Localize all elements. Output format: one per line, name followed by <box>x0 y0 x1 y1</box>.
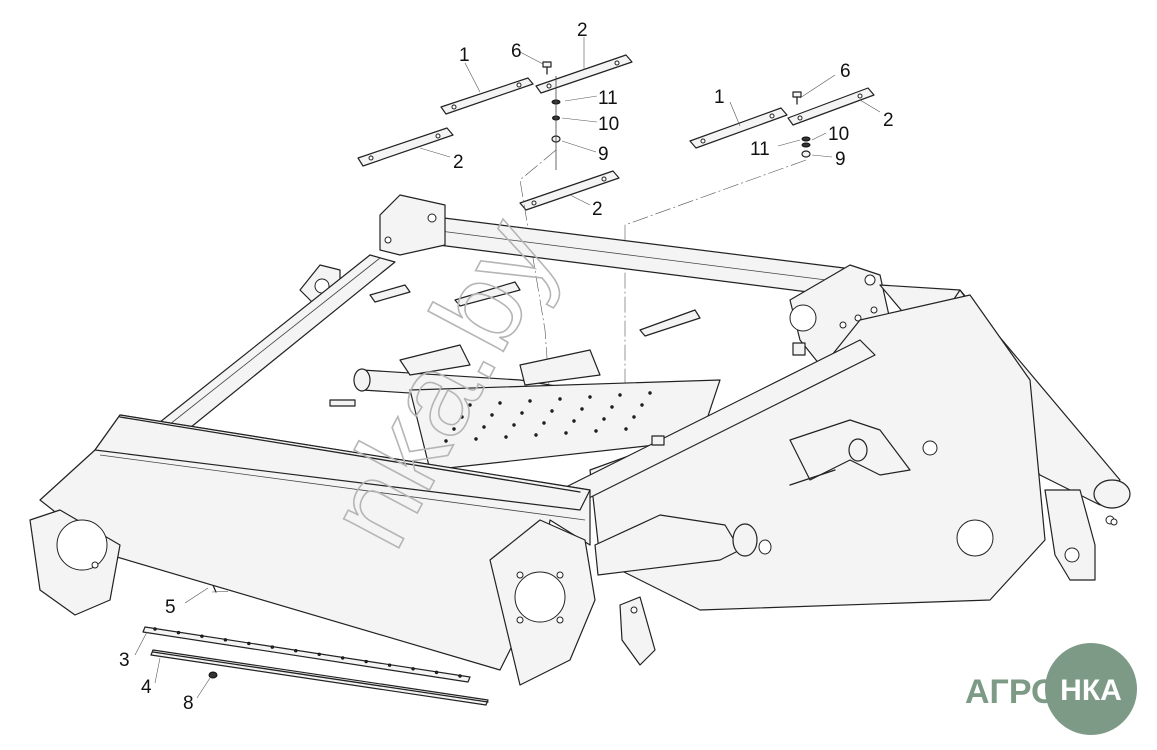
floor-tabs <box>329 281 806 446</box>
floor-hole <box>482 425 486 429</box>
lower-bracket <box>619 596 656 666</box>
floor-hole <box>610 405 614 409</box>
floor-hole <box>624 427 628 431</box>
callout-1-right: 1 <box>714 87 725 108</box>
callout-4: 4 <box>141 677 152 698</box>
strip-hole <box>247 641 251 646</box>
part-bar-2-lower-left <box>357 127 454 167</box>
strip-hole <box>294 648 298 653</box>
bolt-stack-left <box>542 61 561 170</box>
callout-9-right: 9 <box>835 149 846 170</box>
main-frame <box>29 194 1131 686</box>
floor-hole <box>648 391 652 395</box>
strip-hole <box>387 663 392 667</box>
floor-hole <box>444 439 448 443</box>
floor-hole <box>504 435 508 439</box>
floor-hole <box>490 413 494 417</box>
floor-hole <box>452 427 456 431</box>
floor-hole <box>528 399 532 403</box>
callout-1-left: 1 <box>459 45 470 66</box>
floor-hole <box>460 415 464 419</box>
strip-hole <box>270 645 275 649</box>
callout-11-left: 11 <box>598 88 618 109</box>
callout-2-middle: 2 <box>592 199 603 220</box>
right-rear-leg <box>1044 489 1118 581</box>
pivot-bracket <box>789 419 911 486</box>
callout-11-right: 11 <box>750 139 770 160</box>
front-box-beam <box>39 414 591 671</box>
callout-labels: 1 6 2 11 10 9 2 2 1 6 2 10 11 9 5 3 4 8 <box>119 20 894 714</box>
callout-2-right: 2 <box>883 110 894 131</box>
callout-5: 5 <box>165 597 176 618</box>
floor-hole <box>558 397 562 401</box>
strip-hole <box>411 667 415 671</box>
callout-6-left: 6 <box>511 41 522 62</box>
strip-hole <box>458 674 462 678</box>
callout-10-right: 10 <box>828 124 849 145</box>
floor-hole <box>564 431 568 435</box>
strip-hole <box>364 659 368 664</box>
floor-hole <box>594 429 598 433</box>
floor-hole <box>534 433 538 437</box>
strip-hole <box>176 630 181 635</box>
floor-hole <box>474 437 478 441</box>
floor-hole <box>632 415 636 419</box>
part-bar-1-left <box>440 77 534 115</box>
part-bar-2-right <box>787 87 875 126</box>
agronka-logo: АГРО НКА <box>965 643 1137 735</box>
strip-hole <box>340 656 345 660</box>
part-bar-2-middle <box>519 170 620 211</box>
part-bar-1-right <box>689 107 788 149</box>
logo-inner-text: НКА <box>1060 674 1122 707</box>
floor-hole <box>640 403 644 407</box>
callout-3: 3 <box>119 650 130 671</box>
strip-hole <box>317 652 321 657</box>
floor-hole <box>580 407 584 411</box>
leader-lines <box>134 37 881 699</box>
floor-hole <box>572 419 576 423</box>
part-strip-3 <box>142 626 471 683</box>
callout-8: 8 <box>183 693 194 714</box>
floor-hole <box>520 411 524 415</box>
front-left-end-plate <box>29 509 121 616</box>
part-nut-8 <box>208 671 218 679</box>
logo-circle <box>1045 643 1137 735</box>
floor-hole <box>542 421 546 425</box>
floor-hole <box>618 393 622 397</box>
part-strip-4 <box>150 649 489 706</box>
strip-hole <box>200 634 204 638</box>
callout-6-right: 6 <box>840 61 851 82</box>
bolt-stack-right <box>792 91 811 158</box>
floor-hole <box>550 409 554 413</box>
front-right-end-plate <box>489 519 596 686</box>
strip-hole <box>223 638 228 642</box>
exploded-parts <box>142 54 875 706</box>
callout-10-left: 10 <box>598 114 619 135</box>
floor-hole <box>588 395 592 399</box>
strip-hole <box>434 670 439 675</box>
callout-9-left: 9 <box>598 144 609 165</box>
axle-stub <box>594 514 772 576</box>
callout-2-top: 2 <box>577 20 588 41</box>
strip-hole <box>153 627 157 631</box>
logo-left-text: АГРО <box>965 673 1058 711</box>
floor-hole <box>468 403 472 407</box>
floor-hole <box>602 417 606 421</box>
part-bar-2-top-left <box>535 54 633 94</box>
floor-hole <box>498 401 502 405</box>
callout-2-lower-left: 2 <box>453 152 464 173</box>
floor-hole <box>512 423 516 427</box>
